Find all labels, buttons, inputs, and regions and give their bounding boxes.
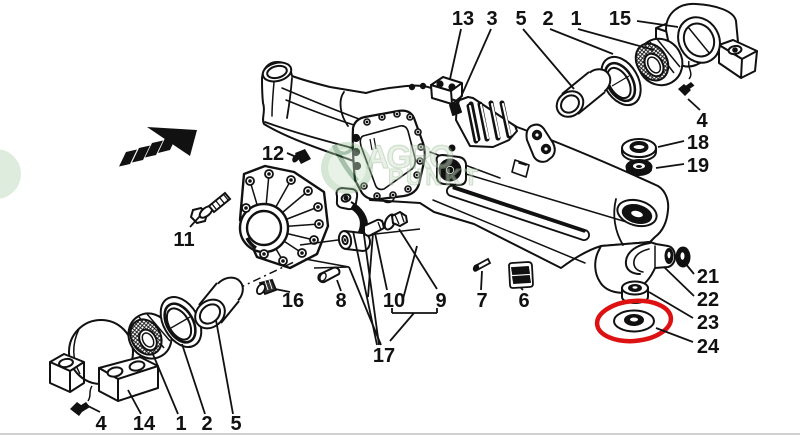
svg-text:19: 19 [687, 155, 709, 177]
svg-text:2: 2 [542, 8, 553, 30]
svg-text:4: 4 [95, 413, 107, 435]
svg-text:9: 9 [435, 290, 446, 312]
svg-text:15: 15 [609, 8, 631, 30]
svg-text:4: 4 [696, 110, 708, 132]
svg-text:13: 13 [452, 8, 474, 30]
svg-text:AGRO: AGRO [366, 139, 454, 175]
svg-text:1: 1 [570, 8, 581, 30]
svg-text:17: 17 [373, 345, 395, 367]
svg-text:14: 14 [133, 413, 156, 435]
svg-text:5: 5 [230, 413, 241, 435]
svg-text:3: 3 [486, 8, 497, 30]
svg-text:22: 22 [697, 289, 719, 311]
svg-text:PUNKT: PUNKT [388, 164, 478, 190]
svg-text:11: 11 [173, 229, 194, 251]
svg-text:2: 2 [201, 413, 212, 435]
svg-text:16: 16 [282, 290, 304, 312]
svg-text:21: 21 [697, 266, 719, 288]
svg-text:1: 1 [175, 413, 186, 435]
svg-text:5: 5 [515, 8, 526, 30]
svg-text:12: 12 [262, 143, 284, 165]
svg-text:8: 8 [335, 290, 346, 312]
svg-text:24: 24 [697, 336, 720, 358]
svg-text:10: 10 [383, 290, 405, 312]
svg-text:7: 7 [476, 290, 487, 312]
svg-text:23: 23 [697, 312, 719, 334]
svg-text:18: 18 [687, 132, 709, 154]
svg-text:6: 6 [518, 290, 529, 312]
